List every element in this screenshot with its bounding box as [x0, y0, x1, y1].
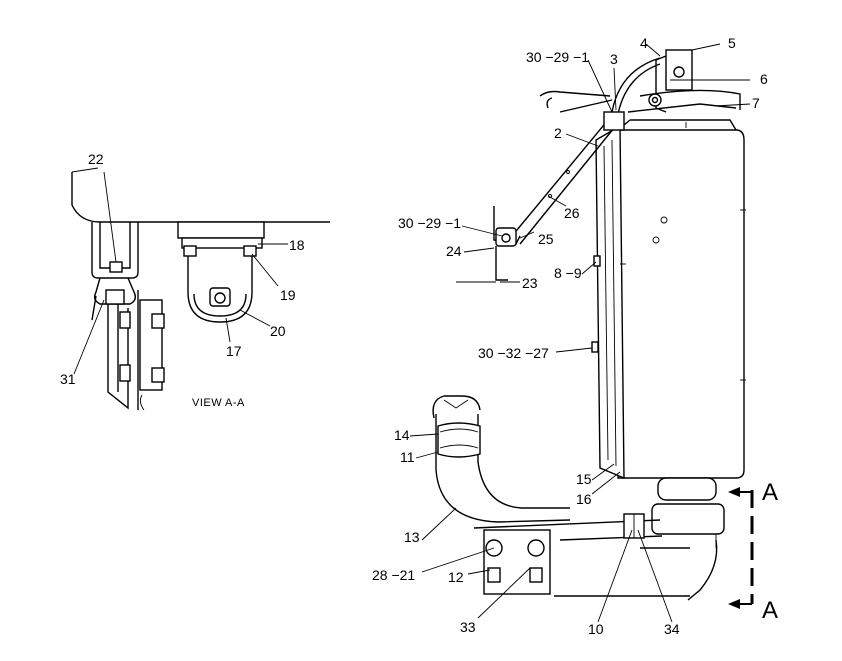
callout-8-9: 8 −9	[554, 265, 582, 281]
view-a-a-label: VIEW A-A	[192, 397, 245, 409]
main-assembly	[432, 49, 754, 609]
callout-18: 18	[289, 237, 305, 253]
callout-3: 3	[610, 51, 618, 67]
callout-14: 14	[394, 427, 410, 443]
callout-23: 23	[522, 275, 538, 291]
callout-20: 20	[270, 323, 286, 339]
callout-30-32-27: 30 −32 −27	[478, 345, 549, 361]
callout-19: 19	[280, 287, 296, 303]
callout-labels: 22 18 19 20 17 31 30 −29 −1 3 4 5 6 7 2 …	[60, 35, 778, 637]
callout-6: 6	[760, 71, 768, 87]
callout-31: 31	[60, 371, 76, 387]
callout-13: 13	[404, 529, 420, 545]
callout-33: 33	[460, 619, 476, 635]
callout-5: 5	[728, 35, 736, 51]
leader-lines	[73, 43, 751, 623]
callout-15: 15	[576, 471, 592, 487]
callout-25: 25	[538, 231, 554, 247]
callout-30-29-1-mid: 30 −29 −1	[398, 215, 461, 231]
callout-34: 34	[664, 621, 680, 637]
callout-30-29-1-top: 30 −29 −1	[526, 49, 589, 65]
callout-7: 7	[752, 95, 760, 111]
callout-22: 22	[88, 151, 104, 167]
callout-17: 17	[226, 343, 242, 359]
view-a-a-detail	[71, 167, 330, 411]
callout-2: 2	[554, 125, 562, 141]
callout-11: 11	[400, 449, 415, 465]
callout-12: 12	[448, 569, 464, 585]
section-mark-a-bottom: A	[762, 597, 778, 624]
section-mark-a-top: A	[762, 479, 778, 506]
callout-16: 16	[576, 491, 592, 507]
callout-10: 10	[588, 621, 604, 637]
callout-24: 24	[446, 243, 462, 259]
callout-26: 26	[564, 205, 580, 221]
callout-4: 4	[640, 35, 648, 51]
callout-28-21: 28 −21	[372, 567, 415, 583]
